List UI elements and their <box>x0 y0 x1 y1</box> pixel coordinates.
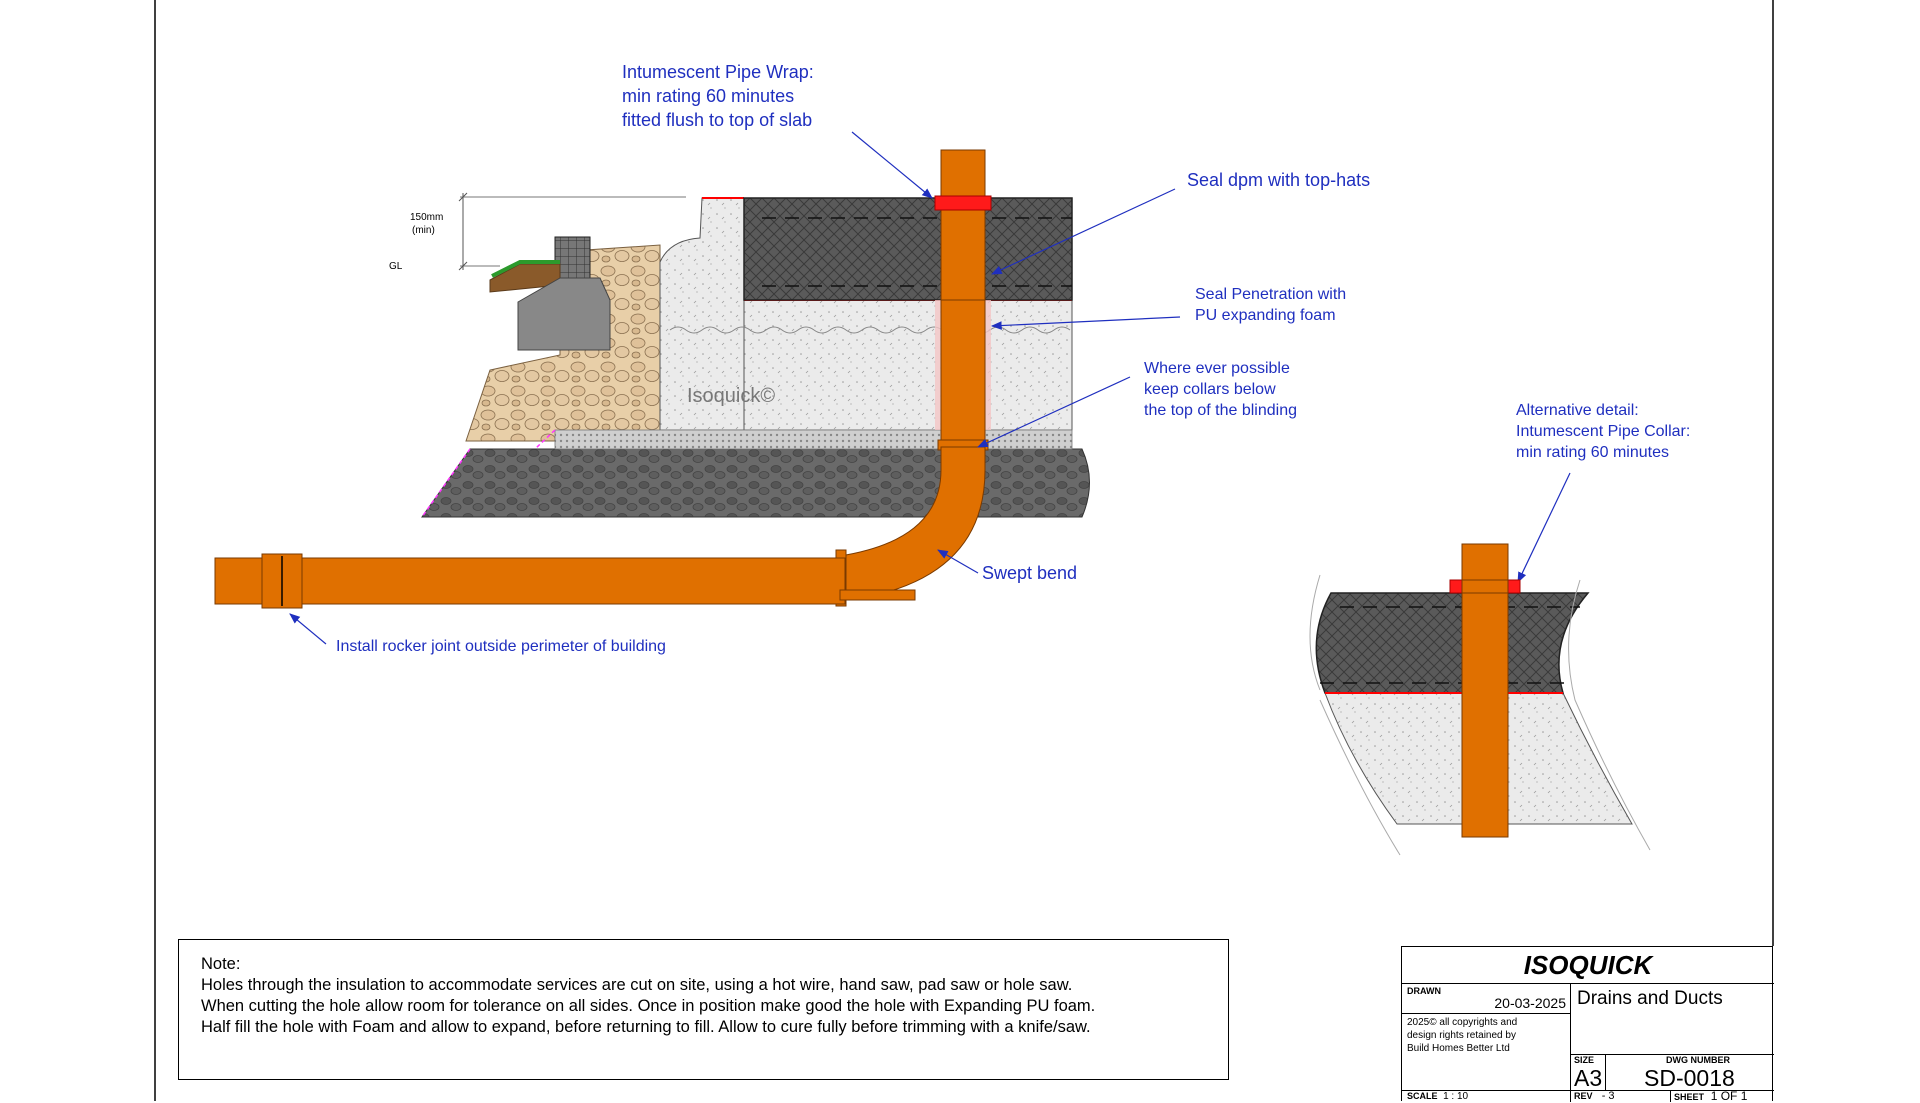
dwg-number: SD-0018 <box>1644 1065 1735 1091</box>
rocker-joint-label: Install rocker joint outside perimeter o… <box>336 638 666 655</box>
dwg-number-label: DWG NUMBER <box>1666 1055 1730 1065</box>
swept-bend-label: Swept bend <box>982 563 1077 583</box>
alt-slab <box>1315 592 1590 694</box>
dwg-number-cell: DWG NUMBER SD-0018 <box>1606 1054 1774 1091</box>
main-section-detail <box>214 149 1090 609</box>
divider <box>1402 1090 1774 1091</box>
precast-edge <box>517 277 611 351</box>
note-box: Note: Holes through the insulation to ac… <box>178 939 1229 1080</box>
copyright-line: Build Homes Better Ltd <box>1407 1043 1510 1054</box>
ground-level-label: GL <box>389 261 403 272</box>
watermark: Isoquick© <box>687 385 775 407</box>
note-line: When cutting the hole allow room for tol… <box>201 997 1096 1015</box>
floor-insulation <box>743 299 1073 431</box>
alternative-detail <box>1309 543 1651 856</box>
scale-cell: SCALE 1 : 10 <box>1402 1090 1571 1102</box>
concrete-slab <box>743 197 1073 301</box>
sheet-size: A3 <box>1574 1065 1603 1091</box>
annotations: Intumescent Pipe Wrap: min rating 60 min… <box>336 62 1695 655</box>
drawn-date: 20-03-2025 <box>1494 995 1566 1011</box>
sheet-cell: SHEET 1 OF 1 <box>1671 1090 1774 1102</box>
pipe-wrap <box>934 195 992 211</box>
hardcore-layer <box>421 448 1090 518</box>
copyright-notice: 2025© all copyrights and design rights r… <box>1402 1014 1571 1097</box>
horizontal-pipe <box>214 557 846 605</box>
size-cell: SIZE A3 <box>1571 1054 1606 1091</box>
drawn-cell: DRAWN 20-03-2025 <box>1402 984 1571 1014</box>
divider <box>1571 1054 1774 1055</box>
scale-value: 1 : 10 <box>1443 1091 1469 1102</box>
drawing-title: Drains and Ducts <box>1577 988 1723 1009</box>
company-name: ISOQUICK <box>1402 947 1774 984</box>
title-block: ISOQUICK DRAWN 20-03-2025 Drains and Duc… <box>1401 946 1774 1102</box>
note-line: Half fill the hole with Foam and allow t… <box>201 1018 1091 1036</box>
note-line: Holes through the insulation to accommod… <box>201 976 1073 994</box>
drawn-label: DRAWN <box>1407 986 1441 996</box>
scale-label: SCALE <box>1407 1091 1438 1101</box>
copyright-line: 2025© all copyrights and <box>1407 1017 1518 1028</box>
collars-label: Where ever possible keep collars below t… <box>1144 360 1297 419</box>
copyright-line: design rights retained by <box>1407 1030 1516 1041</box>
note-title: Note: <box>201 955 241 973</box>
size-label: SIZE <box>1574 1055 1595 1065</box>
dimension-150mm: 150mm (min) <box>410 212 446 236</box>
leader-lines <box>289 131 1571 645</box>
rev-value: - 3 <box>1601 1090 1615 1102</box>
pipe-wrap-label: Intumescent Pipe Wrap: min rating 60 min… <box>622 62 819 130</box>
rev-label: REV <box>1574 1091 1593 1101</box>
seal-penetration-label: Seal Penetration with PU expanding foam <box>1195 286 1351 324</box>
rev-cell: REV - 3 <box>1571 1090 1671 1102</box>
sheet-label: SHEET <box>1674 1092 1705 1102</box>
sheet-value: 1 OF 1 <box>1710 1089 1748 1103</box>
alternative-label: Alternative detail: Intumescent Pipe Col… <box>1516 402 1695 461</box>
seal-dpm-label: Seal dpm with top-hats <box>1187 170 1370 190</box>
